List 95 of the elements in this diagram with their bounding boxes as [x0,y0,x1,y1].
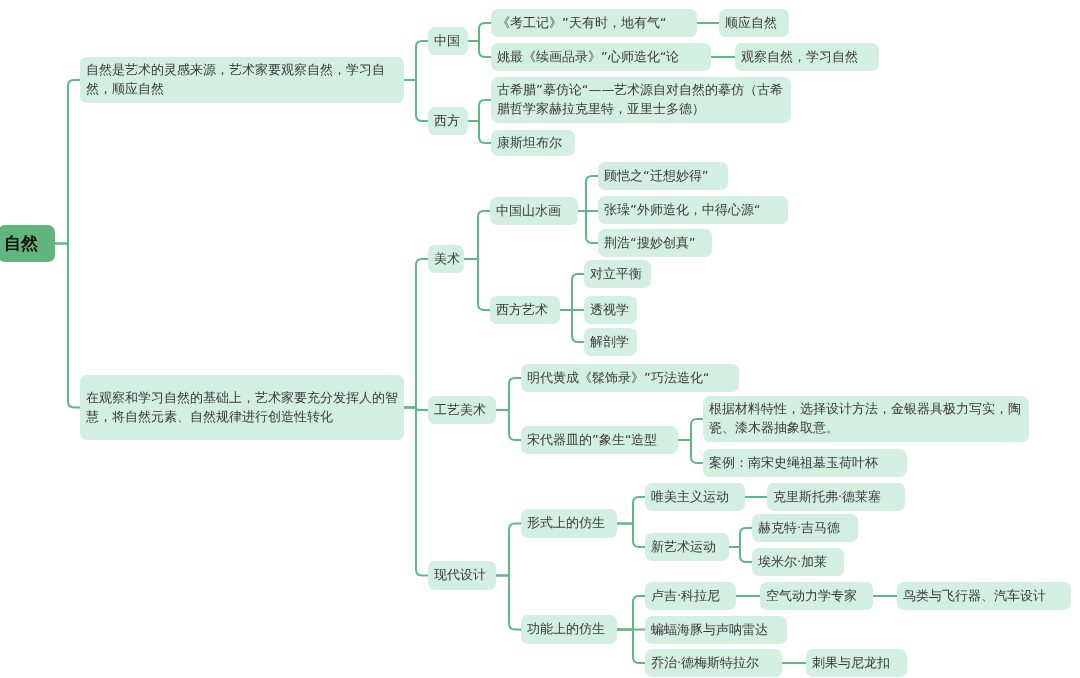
connector-line [403,406,429,577]
topic-text: 中国 [434,31,460,50]
topic-box [521,426,678,454]
topic-box [598,229,712,257]
connector-line [403,79,429,122]
topic-box [584,328,637,356]
topic-text: 赫克特·吉马德 [758,518,841,537]
topic-text: 鸟类与飞行器、汽车设计 [903,586,1046,605]
topic-text: 克里斯托弗·德莱塞 [773,487,882,506]
topic-box [719,9,789,37]
topic-text: 功能上的仿生 [527,620,605,639]
topic-text: 宋代器皿的”象生“造型 [527,430,658,449]
topic-box [491,43,711,71]
topic-box [428,561,496,590]
connector-line [559,309,585,343]
topic-box [752,514,858,542]
topic-text: 自然 [4,232,38,256]
topic-text: 古希腊”摹仿论“——艺术源自对自然的摹仿（古希腊哲学家赫拉克里特，亚里士多德） [497,81,785,118]
topic-box [645,483,745,511]
connector-line [710,56,736,58]
topic-box [521,364,739,392]
topic-text: 卢吉·科拉尼 [651,586,721,605]
topic-box [752,548,844,576]
topic-box [521,615,617,644]
topic-text: 明代黄成《髹饰录》”巧法造化“ [527,368,710,387]
topic-text: 工艺美术 [434,400,486,419]
topic-text: 蝙蝠海豚与声呐雷达 [651,620,768,639]
topic-box [80,375,404,440]
topic-box [645,533,729,561]
topic-text: 西方艺术 [496,300,548,319]
connector-line [467,120,492,144]
topic-text: 张璪”外师造化，中得心源“ [604,200,761,219]
topic-box [645,649,782,677]
topic-box [80,57,404,103]
topic-text: 康斯坦布尔 [497,133,562,152]
topic-text: 空气动力学专家 [766,586,857,605]
topic-box [598,162,728,190]
topic-box [521,509,617,538]
connector-line [495,574,522,631]
connector-line [696,22,720,24]
topic-box [491,9,697,37]
topic-text: 案例：南宋史绳祖墓玉荷叶杯 [709,453,878,472]
topic-text: 中国山水画 [496,201,561,220]
topic-box [645,582,736,610]
topic-text: 乔治·德梅斯特拉尔 [651,653,760,672]
topic-text: 顾恺之“迁想妙得” [604,166,709,185]
topic-text: 新艺术运动 [651,537,716,556]
topic-box [428,396,496,424]
topic-box [584,260,651,288]
connector-line [616,522,646,548]
topic-text: 对立平衡 [590,264,642,283]
topic-box [428,107,468,135]
topic-box [491,130,575,156]
topic-text: 《考工记》”天有时，地有气“ [497,13,667,32]
central-topic [0,225,55,262]
topic-text: 西方 [434,111,460,130]
connector-line [735,595,761,597]
connector-line [495,409,522,441]
topic-box [428,245,464,273]
topic-text: 观察自然，学习自然 [741,47,858,66]
connector-line [781,662,807,664]
topic-text: 自然是艺术的灵感来源，艺术家要观察自然，学习自然，顺应自然 [86,61,386,98]
connector-line [616,628,646,664]
topic-box [703,449,907,477]
topic-text: 根据材料特性，选择设计方法，金银器具极力写实，陶瓷、漆木器抽象取意。 [709,400,1022,437]
topic-box [767,483,905,511]
topic-box [760,582,873,610]
topic-box [598,196,788,224]
topic-text: 解剖学 [590,332,629,351]
topic-box [428,27,468,55]
topic-text: 形式上的仿生 [527,514,605,533]
topic-text: 透视学 [590,300,629,319]
topic-text: 在观察和学习自然的基础上，艺术家要充分发挥人的智慧，将自然元素、自然规律进行创造性转化 [86,388,398,426]
connector-line [467,40,492,58]
topic-text: 刺果与尼龙扣 [812,653,890,672]
topic-box [806,649,907,677]
topic-text: 唯美主义运动 [651,487,729,506]
connector-line [677,439,704,464]
topic-box [897,582,1071,610]
topic-text: 现代设计 [434,566,486,585]
connector-line [872,595,898,597]
topic-text: 埃米尔·加莱 [758,552,828,571]
topic-box [490,197,578,225]
topic-box [735,43,879,71]
topic-box [645,616,787,644]
topic-text: 姚最《续画品录》”心师造化“论 [497,47,680,66]
topic-box [584,296,637,324]
topic-text: 荆浩“搜妙创真” [604,233,696,252]
topic-box [703,396,1029,442]
connector-line [54,242,81,409]
topic-box [490,296,560,324]
topic-box [491,77,791,123]
connector-line [744,496,768,498]
topic-text: 顺应自然 [725,13,777,32]
topic-text: 美术 [434,249,460,268]
